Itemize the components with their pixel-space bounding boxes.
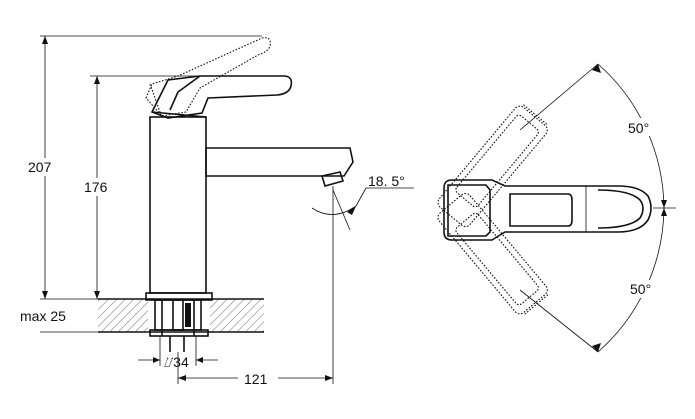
- label-lever-angle-top: 50°: [628, 120, 649, 136]
- lever-rotated-left: [437, 104, 549, 228]
- label-spout-reach: 121: [244, 371, 268, 387]
- dimension-max-thickness: max 25: [20, 298, 98, 333]
- dimension-hole-diameter: ⌰34: [138, 336, 218, 370]
- label-spout-height: 176: [84, 179, 108, 195]
- faucet-body: [149, 116, 207, 294]
- label-max-thickness: max 25: [20, 308, 66, 324]
- label-lever-angle-bottom: 50°: [630, 281, 651, 297]
- countertop: [98, 298, 264, 333]
- top-view: 50° 50°: [437, 63, 676, 353]
- dimension-spout-angle: 18. 5°: [311, 173, 414, 231]
- label-total-height: 207: [28, 159, 52, 175]
- label-spout-angle: 18. 5°: [368, 173, 405, 189]
- dimension-total-height: 207: [28, 35, 262, 299]
- spout: [205, 147, 354, 177]
- label-hole-diameter: ⌰34: [164, 354, 189, 370]
- top-body-outline: [443, 179, 652, 241]
- side-view: 207 176 max 25 ⌰34: [20, 35, 414, 387]
- dimension-spout-height: 176: [83, 75, 200, 299]
- mounting-hardware: [149, 299, 209, 352]
- top-lever-window: [509, 193, 573, 227]
- lever-raised-outline: [145, 37, 271, 117]
- aerator: [320, 171, 345, 187]
- dimension-spout-reach: 121: [177, 186, 334, 387]
- lever-rotated-right: [437, 192, 549, 316]
- lever-handle: [150, 75, 293, 119]
